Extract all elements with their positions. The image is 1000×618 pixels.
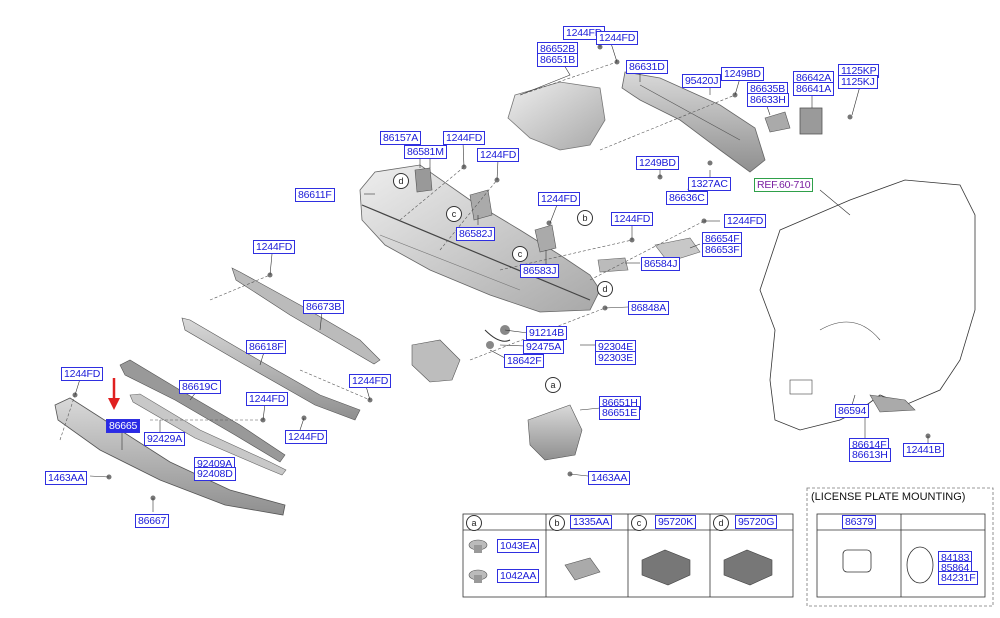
part-label-86582j[interactable]: 86582J xyxy=(456,227,496,241)
table-marker-d: d xyxy=(713,515,729,531)
molding-86619c xyxy=(119,359,286,463)
part-label-1335aa[interactable]: 1335AA xyxy=(570,515,613,529)
part-label-95720g[interactable]: 95720G xyxy=(735,515,778,529)
part-label-1244fd[interactable]: 1244FD xyxy=(349,374,392,388)
molding-92429a xyxy=(129,393,287,476)
part-label-86584j[interactable]: 86584J xyxy=(641,257,681,271)
part-label-1244fd[interactable]: 1244FD xyxy=(253,240,296,254)
bracket-86654f xyxy=(654,237,701,263)
part-label-86594[interactable]: 86594 xyxy=(835,404,870,418)
part-label-1125kp[interactable]: 1125KP xyxy=(838,64,880,78)
part-label-86848a[interactable]: 86848A xyxy=(628,301,670,315)
part-label-86633h[interactable]: 86633H xyxy=(747,93,789,107)
part-label-86581m[interactable]: 86581M xyxy=(404,145,447,159)
part-label-1244fd[interactable]: 1244FD xyxy=(246,392,289,406)
table-part-1335aa xyxy=(564,557,601,581)
part-label-1244fd[interactable]: 1244FD xyxy=(285,430,328,444)
part-label-1244fd[interactable]: 1244FD xyxy=(538,192,581,206)
bracket-86584j xyxy=(597,257,629,273)
table-part-1043ea xyxy=(468,539,488,553)
part-label-95720k[interactable]: 95720K xyxy=(655,515,697,529)
highlight-arrow xyxy=(108,378,120,410)
part-label-1043ea[interactable]: 1043EA xyxy=(497,539,540,553)
part-label-1244fd[interactable]: 1244FD xyxy=(61,367,104,381)
harness-91214b xyxy=(484,325,511,349)
part-label-86583j[interactable]: 86583J xyxy=(520,264,560,278)
part-label-92475a[interactable]: 92475A xyxy=(523,340,565,354)
part-label-92303e[interactable]: 92303E xyxy=(595,351,637,365)
table-part-1042aa xyxy=(468,569,488,583)
detail-table xyxy=(462,513,794,598)
detail-marker-a[interactable]: a xyxy=(545,377,561,393)
part-label-1244fd[interactable]: 1244FD xyxy=(596,31,639,45)
part-label-1244fd[interactable]: 1244FD xyxy=(477,148,520,162)
part-label-84231f[interactable]: 84231F xyxy=(938,571,979,585)
part-label-1125kj[interactable]: 1125KJ xyxy=(838,75,878,89)
part-label-86667[interactable]: 86667 xyxy=(135,514,170,528)
detail-marker-d[interactable]: d xyxy=(393,173,409,189)
license-plate-caption: (LICENSE PLATE MOUNTING) xyxy=(811,491,966,503)
license-part-86379 xyxy=(842,549,872,573)
table-marker-b: b xyxy=(549,515,565,531)
part-label-1244fd[interactable]: 1244FD xyxy=(724,214,767,228)
part-label-86157a[interactable]: 86157A xyxy=(380,131,422,145)
part-label-1244fd[interactable]: 1244FD xyxy=(443,131,486,145)
part-label-1249bd[interactable]: 1249BD xyxy=(636,156,679,170)
bracket-86642a xyxy=(799,107,823,135)
bumper-beam xyxy=(621,71,766,173)
part-label-1327ac[interactable]: 1327AC xyxy=(688,177,731,191)
part-label-86641a[interactable]: 86641A xyxy=(793,82,835,96)
part-label-86618f[interactable]: 86618F xyxy=(246,340,287,354)
bracket-86583j xyxy=(534,224,557,253)
table-part-95720k xyxy=(641,549,691,586)
part-label-92429a[interactable]: 92429A xyxy=(144,432,186,446)
bracket-86581m xyxy=(414,167,433,193)
table-part-95720g xyxy=(723,549,773,586)
molding-86618f xyxy=(181,317,361,421)
bracket-86651h xyxy=(527,404,583,461)
detail-marker-c[interactable]: c xyxy=(446,206,462,222)
reference-label[interactable]: REF.60-710 xyxy=(754,178,814,192)
part-label-86651e[interactable]: 86651E xyxy=(599,406,641,420)
part-label-86651b[interactable]: 86651B xyxy=(537,53,579,67)
part-label-86611f[interactable]: 86611F xyxy=(295,188,335,202)
part-label-1249bd[interactable]: 1249BD xyxy=(721,67,764,81)
detail-marker-d[interactable]: d xyxy=(597,281,613,297)
reflector-lamp xyxy=(411,339,461,383)
part-label-18642f[interactable]: 18642F xyxy=(504,354,545,368)
part-label-92408d[interactable]: 92408D xyxy=(194,467,236,481)
detail-marker-b[interactable]: b xyxy=(577,210,593,226)
part-label-1042aa[interactable]: 1042AA xyxy=(497,569,540,583)
molding-86673b xyxy=(231,267,381,365)
part-label-86665-highlighted[interactable]: 86665 xyxy=(106,419,141,433)
license-part-84183 xyxy=(906,546,934,584)
rear-quarter-panel xyxy=(759,179,976,431)
bolts xyxy=(72,44,931,501)
part-label-91214b[interactable]: 91214B xyxy=(526,326,568,340)
part-label-1244fd[interactable]: 1244FD xyxy=(611,212,654,226)
bracket-86582j xyxy=(469,189,493,221)
bracket-86614f xyxy=(869,394,916,413)
table-marker-a: a xyxy=(466,515,482,531)
part-label-1463aa[interactable]: 1463AA xyxy=(45,471,88,485)
bracket-86635b xyxy=(764,111,791,133)
part-label-86636c[interactable]: 86636C xyxy=(666,191,708,205)
part-label-86653f[interactable]: 86653F xyxy=(702,243,743,257)
part-label-12441b[interactable]: 12441B xyxy=(903,443,945,457)
part-label-86673b[interactable]: 86673B xyxy=(303,300,345,314)
part-label-86631d[interactable]: 86631D xyxy=(626,60,668,74)
part-label-1463aa[interactable]: 1463AA xyxy=(588,471,631,485)
part-label-1244fd[interactable]: 1244FD xyxy=(563,26,606,40)
part-label-86379[interactable]: 86379 xyxy=(842,515,877,529)
part-label-86619c[interactable]: 86619C xyxy=(179,380,221,394)
part-label-86613h[interactable]: 86613H xyxy=(849,448,891,462)
license-plate-box xyxy=(806,487,994,607)
table-marker-c: c xyxy=(631,515,647,531)
bumper-side-cover xyxy=(507,81,606,151)
part-label-95420j[interactable]: 95420J xyxy=(682,74,722,88)
detail-marker-c[interactable]: c xyxy=(512,246,528,262)
